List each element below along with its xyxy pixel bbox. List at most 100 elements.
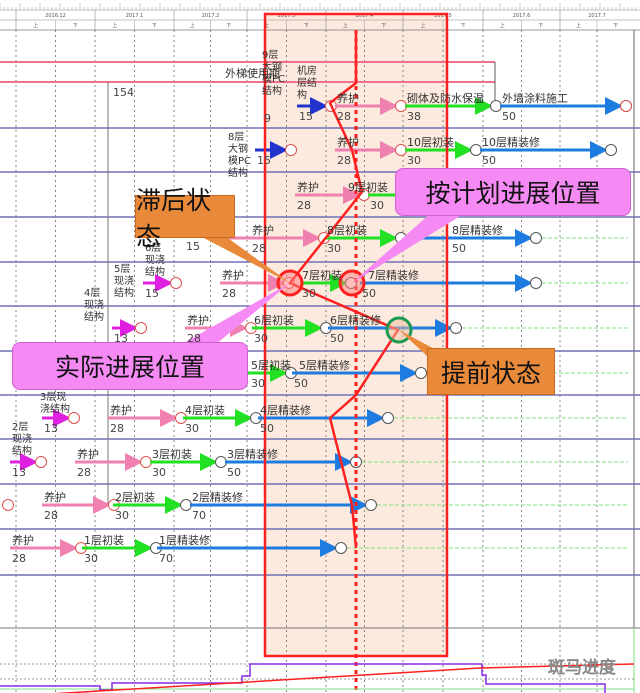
event-node[interactable] xyxy=(335,542,347,554)
task-label: 9层初装 xyxy=(348,180,388,194)
half-month-label: 上 xyxy=(190,22,195,29)
callout-pointer xyxy=(180,283,290,345)
task-duration: 50 xyxy=(330,332,344,345)
task-duration: 28 xyxy=(337,154,351,167)
task-label: 8层大钢模PC结构 xyxy=(228,132,252,179)
event-node[interactable] xyxy=(530,277,542,289)
event-node[interactable] xyxy=(68,412,80,424)
task-label: 养护 xyxy=(252,223,274,237)
month-label: 2016.12 xyxy=(45,13,66,19)
task-label: 2层初装 xyxy=(115,490,155,504)
task-duration: 30 xyxy=(302,287,316,300)
task-label: 1层精装修 xyxy=(159,533,210,547)
task-label: 机房层结构 xyxy=(297,66,317,101)
task-label: 8层初装 xyxy=(327,223,367,237)
task-label: 外墙涂料施工 xyxy=(502,91,568,105)
task-label: 砌体及防水保温 xyxy=(407,91,484,105)
half-month-label: 下 xyxy=(538,23,543,29)
half-month-label: 上 xyxy=(112,22,117,29)
task-duration: 70 xyxy=(159,552,173,565)
task-duration: 28 xyxy=(187,332,201,345)
task-duration: 30 xyxy=(152,466,166,479)
event-node[interactable] xyxy=(415,367,427,379)
half-month-label: 下 xyxy=(73,23,78,29)
half-month-label: 下 xyxy=(152,23,157,29)
task-duration: 50 xyxy=(294,377,308,390)
task-label: 养护 xyxy=(187,313,209,327)
task-label: 10层初装 xyxy=(407,135,454,149)
half-month-label: 下 xyxy=(460,23,465,29)
half-month-label: 下 xyxy=(304,23,309,29)
start-node[interactable] xyxy=(2,499,14,511)
task-duration: 50 xyxy=(482,154,496,167)
task-duration: 50 xyxy=(452,242,466,255)
task-label: 养护 xyxy=(297,180,319,194)
half-month-label: 下 xyxy=(613,23,618,29)
task-label: 7层初装 xyxy=(302,268,342,282)
task-duration: 70 xyxy=(192,509,206,522)
actual-progress-line xyxy=(288,30,400,549)
event-node[interactable] xyxy=(35,456,47,468)
event-node[interactable] xyxy=(170,277,182,289)
task-duration: 28 xyxy=(337,110,351,123)
task-label: 9层大钢模PC结构 xyxy=(262,50,286,97)
half-month-label: 上 xyxy=(576,22,581,29)
callout-lagging: 滞后状态 xyxy=(135,186,235,251)
event-node[interactable] xyxy=(450,322,462,334)
task-duration: 30 xyxy=(84,552,98,565)
callout-pointer xyxy=(200,236,290,283)
month-label: 2017.1 xyxy=(126,13,144,19)
elevator-period-duration: 154 xyxy=(113,86,134,99)
task-duration: 30 xyxy=(370,199,384,212)
task-duration: 28 xyxy=(110,422,124,435)
half-month-label: 上 xyxy=(33,22,38,29)
event-node[interactable] xyxy=(530,232,542,244)
event-node[interactable] xyxy=(382,412,394,424)
task-duration: 30 xyxy=(327,242,341,255)
task-duration: 30 xyxy=(251,377,265,390)
end-node[interactable] xyxy=(620,100,632,112)
callout-ahead: 提前状态 xyxy=(427,348,555,395)
task-duration: 15 xyxy=(257,154,271,167)
task-duration: 15 xyxy=(145,287,159,300)
task-label: 养护 xyxy=(77,447,99,461)
event-node[interactable] xyxy=(605,144,617,156)
task-label: 养护 xyxy=(44,490,66,504)
event-node[interactable] xyxy=(135,322,147,334)
event-node[interactable] xyxy=(285,144,297,156)
task-label: 5层初装 xyxy=(251,358,291,372)
task-duration: 9 xyxy=(264,112,271,125)
task-label: 养护 xyxy=(222,268,244,282)
task-duration: 38 xyxy=(407,110,421,123)
task-label: 6层精装修 xyxy=(330,313,381,327)
task-label: 2层现浇结构 xyxy=(12,422,32,457)
task-duration: 30 xyxy=(185,422,199,435)
task-label: 5层精装修 xyxy=(299,358,350,372)
month-label: 2017.2 xyxy=(202,13,220,19)
watermark: 斑马进度 xyxy=(548,658,616,678)
task-duration: 50 xyxy=(502,110,516,123)
task-label: 6层初装 xyxy=(254,313,294,327)
event-node[interactable] xyxy=(365,499,377,511)
task-duration: 30 xyxy=(254,332,268,345)
month-label: 2017.4 xyxy=(356,13,374,19)
task-label: 4层初装 xyxy=(185,403,225,417)
task-label: 1层初装 xyxy=(84,533,124,547)
task-duration: 28 xyxy=(44,509,58,522)
half-month-label: 上 xyxy=(264,22,269,29)
task-duration: 13 xyxy=(44,422,58,435)
callout-actual-position: 实际进展位置 xyxy=(12,342,248,390)
task-duration: 50 xyxy=(362,287,376,300)
month-label: 2017.5 xyxy=(434,13,452,19)
resource-curve-red xyxy=(53,663,635,693)
elevator-period-label: 外梯使用期 xyxy=(225,67,280,80)
task-duration: 28 xyxy=(252,242,266,255)
task-duration: 28 xyxy=(12,552,26,565)
half-month-label: 下 xyxy=(381,23,386,29)
half-month-label: 上 xyxy=(420,22,425,29)
month-label: 2017.6 xyxy=(513,13,531,19)
task-label: 5层现浇结构 xyxy=(114,264,134,299)
task-label: 3层精装修 xyxy=(227,447,278,461)
task-label: 8层精装修 xyxy=(452,223,503,237)
